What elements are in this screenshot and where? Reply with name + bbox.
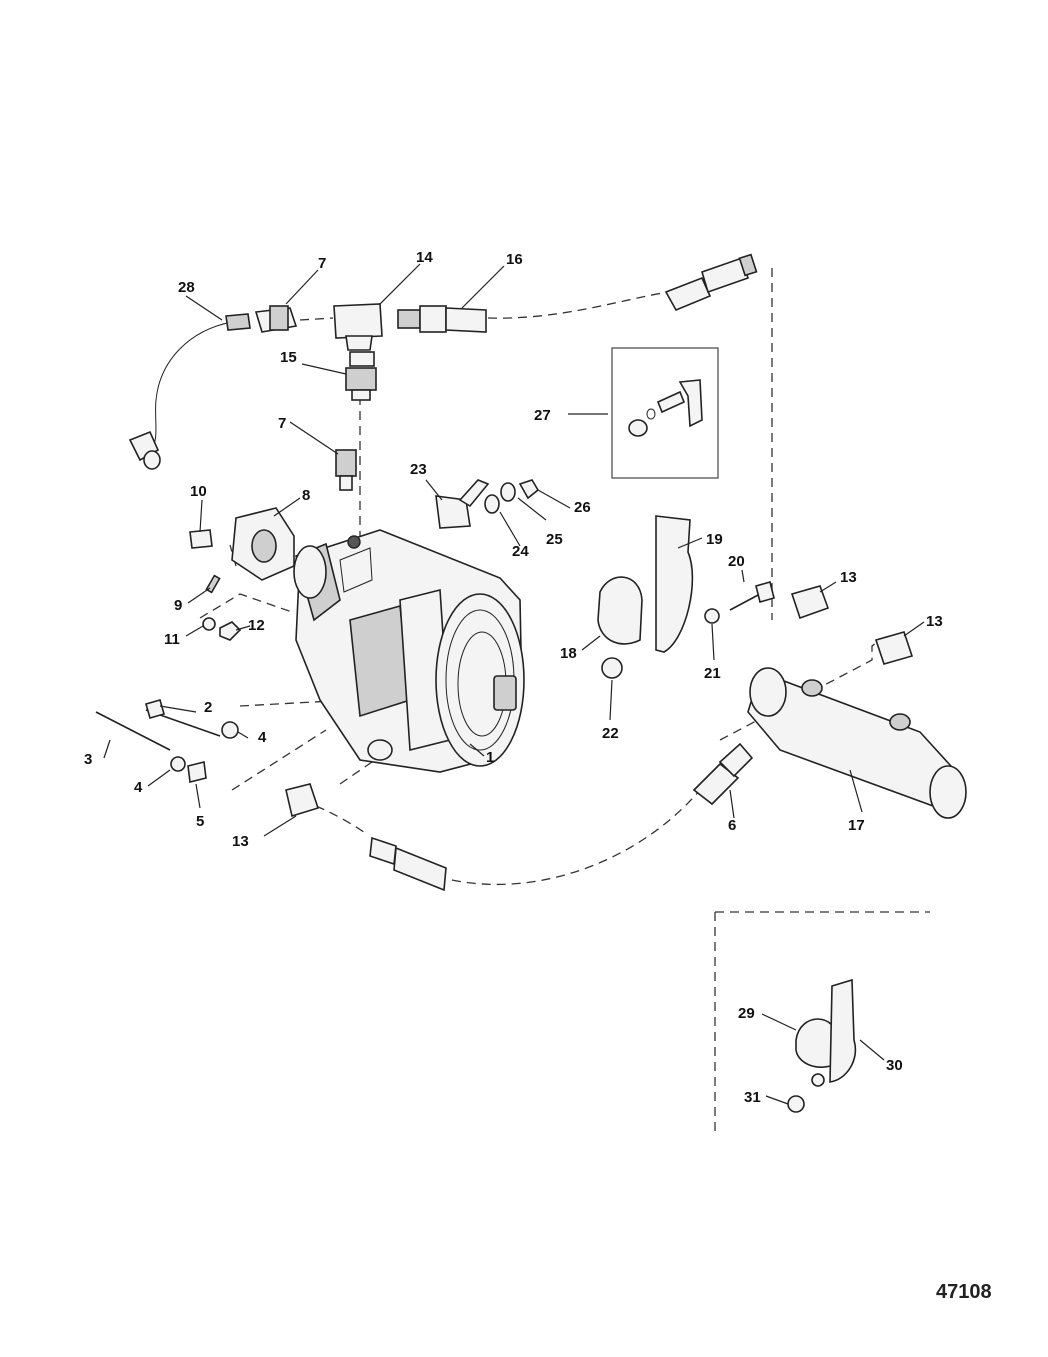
callout-10: 10	[190, 483, 207, 500]
callout-1: 1	[486, 749, 494, 766]
callout-11: 11	[164, 631, 180, 648]
callout-22: 22	[602, 725, 619, 742]
callout-19: 19	[706, 531, 723, 548]
bolt-washer	[704, 581, 775, 624]
adapter-flange	[231, 507, 295, 581]
callout-30: 30	[886, 1057, 903, 1074]
callout-2: 2	[204, 699, 212, 716]
callout-20: 20	[728, 553, 745, 570]
callout-7-upper: 7	[318, 255, 326, 272]
callout-25: 25	[546, 531, 563, 548]
oil-cooler	[747, 667, 967, 819]
hose-clamps	[597, 515, 694, 679]
callout-28: 28	[178, 279, 195, 296]
hose-fittings-lower	[369, 742, 754, 892]
callout-26: 26	[574, 499, 591, 516]
callout-18: 18	[560, 645, 577, 662]
figure-number: 47108	[936, 1281, 992, 1303]
callout-31: 31	[744, 1089, 761, 1106]
callout-3: 3	[84, 751, 92, 768]
callout-13-upper: 13	[840, 569, 857, 586]
sensor-harness	[128, 313, 251, 470]
callout-13-lower: 13	[232, 833, 249, 850]
fitting-kit-inset	[611, 347, 719, 479]
callout-23: 23	[410, 461, 427, 478]
bracket-and-nuts	[435, 479, 540, 529]
hose-routing-lines	[199, 268, 930, 1135]
elbow-fittings	[285, 585, 914, 818]
adapter-fitting	[345, 351, 377, 401]
callout-8: 8	[302, 487, 310, 504]
callout-labels: 7 14 16 28 15 27 7 23 10 8 26 24 25 19 2…	[84, 249, 943, 1106]
callout-17: 17	[848, 817, 865, 834]
callout-5: 5	[196, 813, 204, 830]
transmission-assembly	[293, 529, 525, 773]
callout-16: 16	[506, 251, 523, 268]
callout-6: 6	[728, 817, 736, 834]
callout-12: 12	[248, 617, 265, 634]
callout-9: 9	[174, 597, 182, 614]
callout-4-right: 4	[258, 729, 267, 746]
temperature-sender-upper	[254, 305, 298, 333]
callout-24: 24	[512, 543, 529, 560]
tee-fitting	[333, 303, 383, 351]
callout-21: 21	[704, 665, 721, 682]
alternate-clamp-inset	[787, 978, 857, 1113]
callout-27: 27	[534, 407, 551, 424]
small-hardware	[95, 529, 242, 783]
callout-7-lower: 7	[278, 415, 286, 432]
hose-fitting-upper	[397, 305, 487, 333]
callout-4-left: 4	[134, 779, 143, 796]
callout-14: 14	[416, 249, 433, 266]
leader-lines	[103, 263, 925, 1105]
hose-fitting-right	[664, 253, 758, 312]
temperature-sender-lower	[335, 449, 357, 491]
callout-15: 15	[280, 349, 297, 366]
callout-13-right: 13	[926, 613, 943, 630]
callout-29: 29	[738, 1005, 755, 1022]
